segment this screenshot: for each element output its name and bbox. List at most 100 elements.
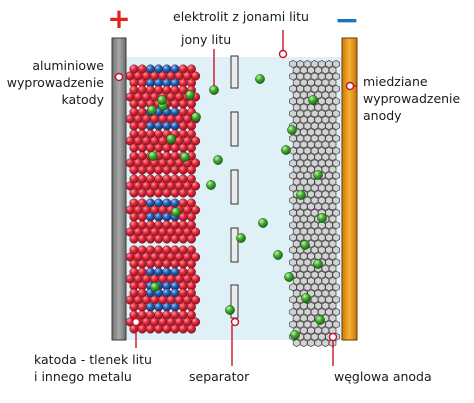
- graphite-cell: [307, 215, 315, 223]
- oxide-atom: [191, 252, 201, 262]
- graphite-cell: [332, 159, 340, 168]
- oxide-atom: [154, 324, 164, 334]
- oxide-atom: [191, 136, 201, 146]
- graphite-cell: [332, 246, 340, 254]
- graphite-cell: [328, 140, 337, 149]
- oxide-atom: [191, 227, 201, 237]
- graphite-cell: [318, 122, 326, 130]
- graphite-cell: [292, 227, 301, 236]
- graphite-cell: [332, 134, 340, 143]
- graphite-cell: [307, 252, 315, 261]
- oxide-atom: [162, 259, 172, 269]
- graphite-cell: [303, 109, 312, 118]
- lithium-ion: [150, 282, 160, 292]
- lithium-ion: [255, 74, 265, 84]
- graphite-cell: [332, 122, 340, 130]
- graphite-cell: [332, 270, 340, 279]
- graphite-cell: [325, 134, 333, 143]
- graphite-cell: [300, 277, 308, 285]
- graphite-cell: [300, 115, 308, 124]
- graphite-cell: [332, 221, 340, 230]
- graphite-cell: [318, 60, 326, 68]
- graphite-cell: [321, 289, 330, 298]
- graphite-cell: [332, 308, 340, 316]
- oxide-atom: [162, 234, 172, 244]
- oxide-atom: [191, 317, 201, 327]
- graphite-cell: [310, 196, 319, 205]
- graphite-cell: [310, 283, 319, 292]
- graphite-cell: [296, 122, 304, 130]
- graphite-cell: [310, 270, 319, 279]
- cathode-lead-label-3: katody: [61, 92, 104, 107]
- oxide-atom: [162, 188, 172, 198]
- graphite-cell: [292, 78, 301, 87]
- oxide-atom: [162, 324, 172, 334]
- graphite-cell: [303, 233, 312, 242]
- graphite-cell: [314, 289, 322, 298]
- aluminium-cathode-collector: [111, 37, 127, 341]
- graphite-cell: [303, 84, 312, 93]
- graphite-cell: [321, 339, 330, 347]
- graphite-cell: [300, 227, 308, 236]
- oxide-atom: [186, 212, 196, 222]
- graphite-cell: [318, 233, 326, 242]
- graphite-cell: [325, 270, 333, 279]
- cathode-label-2: i innego metalu: [34, 369, 132, 384]
- graphite-cell: [292, 314, 301, 323]
- graphite-cell: [296, 60, 304, 68]
- graphite-cell: [289, 97, 297, 106]
- graphite-cell: [314, 326, 322, 335]
- oxide-atom: [186, 165, 196, 175]
- graphite-cell: [325, 60, 333, 68]
- graphite-cell: [314, 301, 322, 310]
- oxide-atom: [178, 259, 188, 269]
- oxide-atom: [186, 310, 196, 320]
- lithium-ions: [147, 74, 327, 340]
- graphite-cell: [289, 159, 297, 168]
- graphite-cell: [325, 196, 333, 205]
- graphite-cell: [289, 134, 297, 143]
- graphite-cell: [292, 177, 301, 186]
- graphite-cell: [300, 177, 308, 186]
- graphite-cell: [307, 339, 315, 347]
- lithium-ion: [147, 105, 157, 115]
- graphite-cell: [300, 66, 308, 75]
- graphite-cell: [314, 339, 322, 347]
- graphite-cell: [289, 233, 297, 242]
- graphite-cell: [292, 301, 301, 310]
- graphite-cell: [310, 208, 319, 217]
- graphite-cell: [300, 314, 308, 323]
- graphite-cell: [307, 326, 315, 335]
- graphite-cell: [307, 177, 315, 186]
- graphite-cell: [289, 208, 297, 217]
- graphite-cell: [332, 72, 340, 81]
- minus-sign: −: [334, 3, 359, 38]
- graphite-cell: [289, 184, 297, 192]
- graphite-cell: [328, 289, 337, 298]
- separator: [230, 55, 239, 319]
- cathode-label-1: katoda - tlenek litu: [34, 352, 152, 367]
- lithium-ion: [290, 330, 300, 340]
- graphite-cell: [303, 146, 312, 155]
- graphite-cell: [328, 202, 337, 211]
- oxide-atom: [154, 188, 164, 198]
- graphite-cell: [310, 122, 319, 130]
- graphite-cell: [300, 153, 308, 161]
- graphite-cell: [310, 308, 319, 316]
- anode-lead-label-2: wyprowadzenie: [363, 91, 461, 106]
- graphite-cell: [289, 246, 297, 254]
- graphite-cell: [321, 277, 330, 285]
- oxide-atom: [186, 259, 196, 269]
- lithium-ion: [300, 240, 310, 250]
- graphite-cell: [300, 264, 308, 273]
- graphite-cell: [328, 128, 337, 137]
- graphite-cell: [328, 153, 337, 161]
- graphite-cell: [310, 84, 319, 93]
- graphite-cell: [307, 103, 315, 112]
- metal-atom: [154, 302, 164, 312]
- graphite-cell: [332, 320, 340, 329]
- graphite-cell: [314, 128, 322, 137]
- graphite-cell: [296, 283, 304, 292]
- graphite-cell: [300, 326, 308, 335]
- graphite-cell: [328, 277, 337, 285]
